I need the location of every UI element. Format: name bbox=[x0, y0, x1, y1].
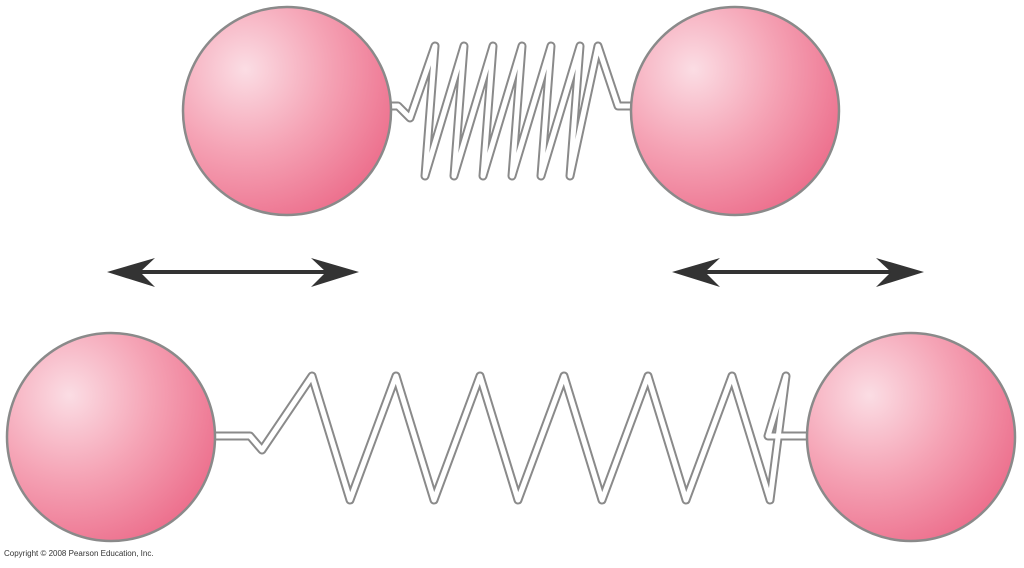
left-arrowhead bbox=[672, 258, 720, 287]
left-arrowhead bbox=[107, 258, 155, 287]
right-double-arrow bbox=[672, 258, 924, 287]
compressed-spring-coil-core bbox=[385, 43, 640, 179]
right-atom-ball-top bbox=[629, 5, 841, 217]
right-arrowhead bbox=[876, 258, 924, 287]
stretched-molecule bbox=[5, 331, 1017, 543]
stretched-spring bbox=[210, 371, 815, 505]
right-atom-ball-bottom bbox=[805, 331, 1017, 543]
copyright-notice: Copyright © 2008 Pearson Education, Inc. bbox=[4, 549, 154, 558]
left-atom-ball-bottom bbox=[5, 331, 217, 543]
compressed-molecule bbox=[181, 5, 841, 217]
left-atom-ball-top bbox=[181, 5, 393, 217]
compressed-spring bbox=[385, 41, 640, 181]
left-double-arrow bbox=[107, 258, 359, 287]
stretched-spring-coil-core bbox=[210, 373, 815, 503]
right-arrowhead bbox=[311, 258, 359, 287]
